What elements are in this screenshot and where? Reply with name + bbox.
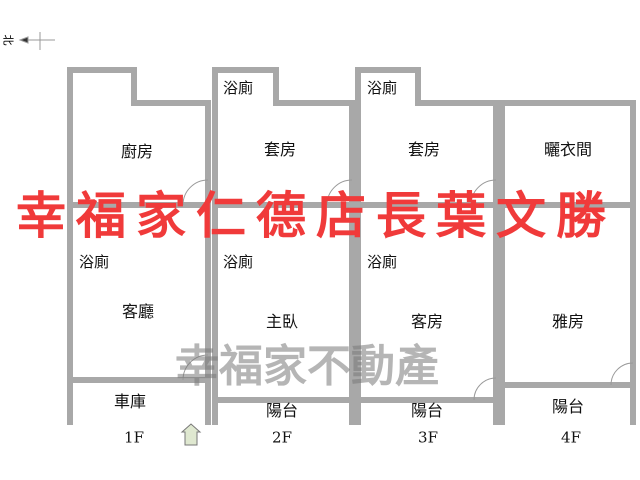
room-kitchen: 廚房 — [120, 142, 154, 161]
floor-label-4f: 4F — [561, 428, 581, 447]
room-garage: 車庫 — [113, 392, 147, 411]
room-master: 主臥 — [265, 312, 299, 331]
room-laundry: 曬衣間 — [543, 140, 593, 159]
room-bath: 浴廁 — [222, 253, 254, 271]
room-bath: 浴廁 — [222, 79, 254, 97]
floor-label-2f: 2F — [272, 428, 292, 447]
room-suite: 套房 — [263, 140, 297, 159]
room-bath: 浴廁 — [366, 79, 398, 97]
room-suite: 套房 — [407, 140, 441, 159]
wall-3f — [355, 67, 499, 425]
room-bath: 浴廁 — [366, 253, 398, 271]
watermark-gray: 幸福家不動產 — [175, 341, 439, 392]
room-balcony: 陽台 — [410, 401, 444, 420]
watermark-red: 幸福家仁德店長葉文勝 — [16, 187, 616, 245]
room-bath: 浴廁 — [78, 253, 110, 271]
floor-label-3f: 3F — [418, 428, 438, 447]
room-balcony: 陽台 — [551, 397, 585, 416]
room-living: 客廳 — [121, 302, 155, 321]
wall-4f — [499, 100, 636, 425]
floor-label-1f: 1F — [124, 428, 144, 447]
room-balcony: 陽台 — [265, 401, 299, 420]
wall-1f — [67, 67, 211, 425]
north-label: 北 — [1, 34, 15, 46]
room-study: 雅房 — [551, 312, 585, 331]
entrance-arrow-icon — [180, 423, 202, 446]
room-guest: 客房 — [410, 312, 444, 331]
wall-2f — [212, 67, 355, 425]
